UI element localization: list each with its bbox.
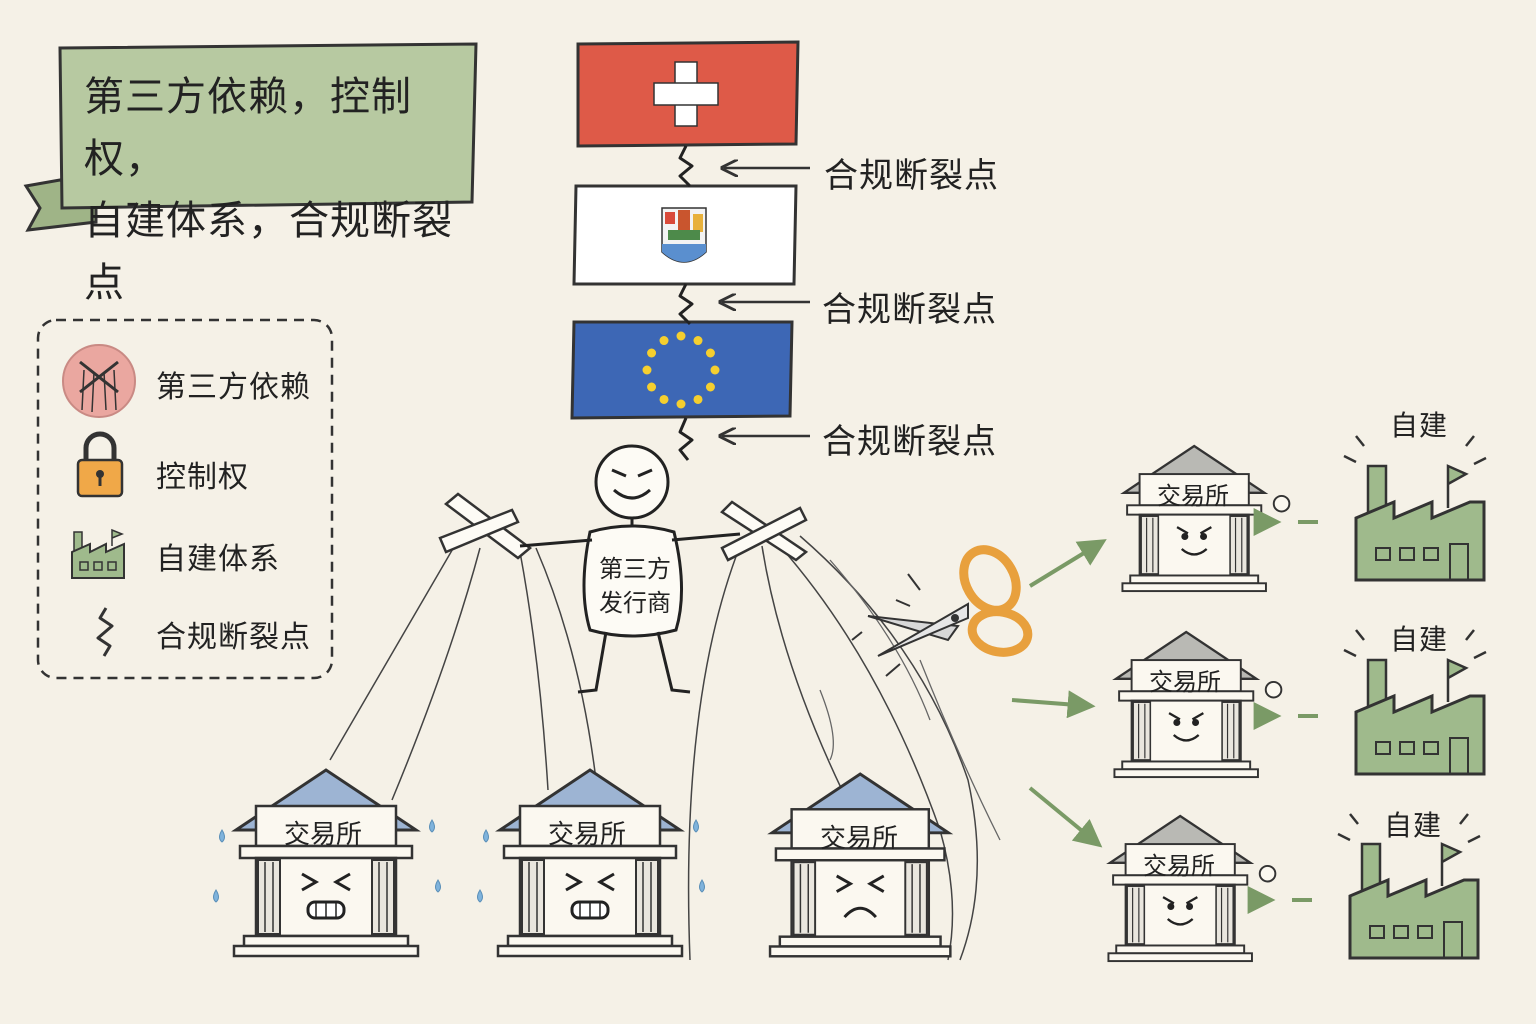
- eu-star-icon: [693, 394, 703, 404]
- exchange-face: [301, 872, 351, 920]
- dependent-exchange-label-3: 交易所: [819, 824, 898, 854]
- emphasis-marks: [1343, 629, 1487, 660]
- independent-exchange-label-2: 交易所: [1149, 668, 1221, 696]
- exchange-face: [1168, 712, 1204, 742]
- title-banner: [23, 42, 478, 232]
- self-build-factory-2: [1256, 629, 1487, 776]
- eu-star-icon: [710, 365, 720, 375]
- independent-exchange-label-3: 交易所: [1143, 852, 1215, 880]
- eu-star-icon: [659, 336, 669, 346]
- title-line-1: 第三方依赖，控制权，: [84, 74, 412, 182]
- padlock-icon: [76, 431, 124, 498]
- liberation-arrows: [1011, 539, 1107, 848]
- title-banner-text: 第三方依赖，控制权， 自建体系，合规断裂点: [84, 66, 464, 314]
- eu-star-icon: [647, 348, 657, 358]
- cut-strings: [819, 559, 1001, 841]
- independent-exchange-1: [1120, 444, 1291, 593]
- independent-exchange-2: [1112, 630, 1283, 779]
- dependent-exchange-2: [477, 768, 705, 958]
- exchange-face: [835, 874, 885, 919]
- exchange-face: [1176, 526, 1212, 556]
- zigzag-break-icon: [96, 607, 114, 657]
- issuer-label: 第三方 发行商: [599, 555, 671, 617]
- legend-label-break-point: 合规断裂点: [156, 620, 311, 655]
- swiss-flag-icon: [576, 40, 800, 148]
- legend-label-self-build: 自建体系: [156, 542, 280, 577]
- factories-layer: [1250, 435, 1487, 960]
- dependent-exchange-3: [767, 772, 954, 958]
- exchange-face: [1162, 896, 1198, 926]
- eu-star-icon: [705, 348, 715, 358]
- eu-star-icon: [647, 382, 657, 392]
- self-build-label-3: 自建: [1384, 809, 1443, 842]
- legend-box: [36, 318, 334, 680]
- puppet-cross-icon: [62, 344, 136, 418]
- title-line-2: 自建体系，合规断裂点: [84, 198, 453, 306]
- eu-flag-icon: [570, 320, 794, 420]
- puppet-strings: [329, 535, 979, 961]
- independent-exchange-3: [1106, 814, 1277, 963]
- right-control-cross: [720, 500, 809, 562]
- canton-flag-icon: [572, 184, 798, 286]
- break-pointer-arrows: [722, 168, 810, 436]
- left-control-cross: [438, 492, 533, 560]
- emphasis-marks: [1343, 435, 1487, 466]
- eu-star-icon: [676, 331, 686, 341]
- exchange-face: [565, 872, 615, 920]
- break-label-3: 合规断裂点: [822, 422, 997, 462]
- scissors-icon: [851, 545, 1033, 677]
- dependent-exchange-1: [213, 768, 441, 958]
- self-build-factory-1: [1256, 435, 1487, 582]
- eu-star-icon: [659, 394, 669, 404]
- break-label-1: 合规断裂点: [824, 156, 999, 196]
- independent-exchange-label-1: 交易所: [1157, 482, 1229, 510]
- compliance-break-zigzags: [678, 145, 694, 461]
- legend-label-control: 控制权: [156, 460, 249, 495]
- self-build-label-2: 自建: [1390, 623, 1449, 656]
- factory-icon: [71, 528, 125, 579]
- dependent-exchange-label-2: 交易所: [547, 820, 626, 850]
- eu-star-icon: [705, 382, 715, 392]
- self-build-label-1: 自建: [1390, 409, 1449, 442]
- break-label-2: 合规断裂点: [822, 290, 997, 330]
- dependent-exchange-label-1: 交易所: [283, 820, 362, 850]
- issuer-figure: [519, 444, 741, 694]
- legend-label-dependency: 第三方依赖: [156, 370, 311, 405]
- eu-star-icon: [676, 399, 686, 409]
- self-build-factory-3: [1250, 813, 1481, 960]
- emphasis-marks: [1337, 813, 1481, 844]
- eu-star-icon: [642, 365, 652, 375]
- eu-star-icon: [693, 336, 703, 346]
